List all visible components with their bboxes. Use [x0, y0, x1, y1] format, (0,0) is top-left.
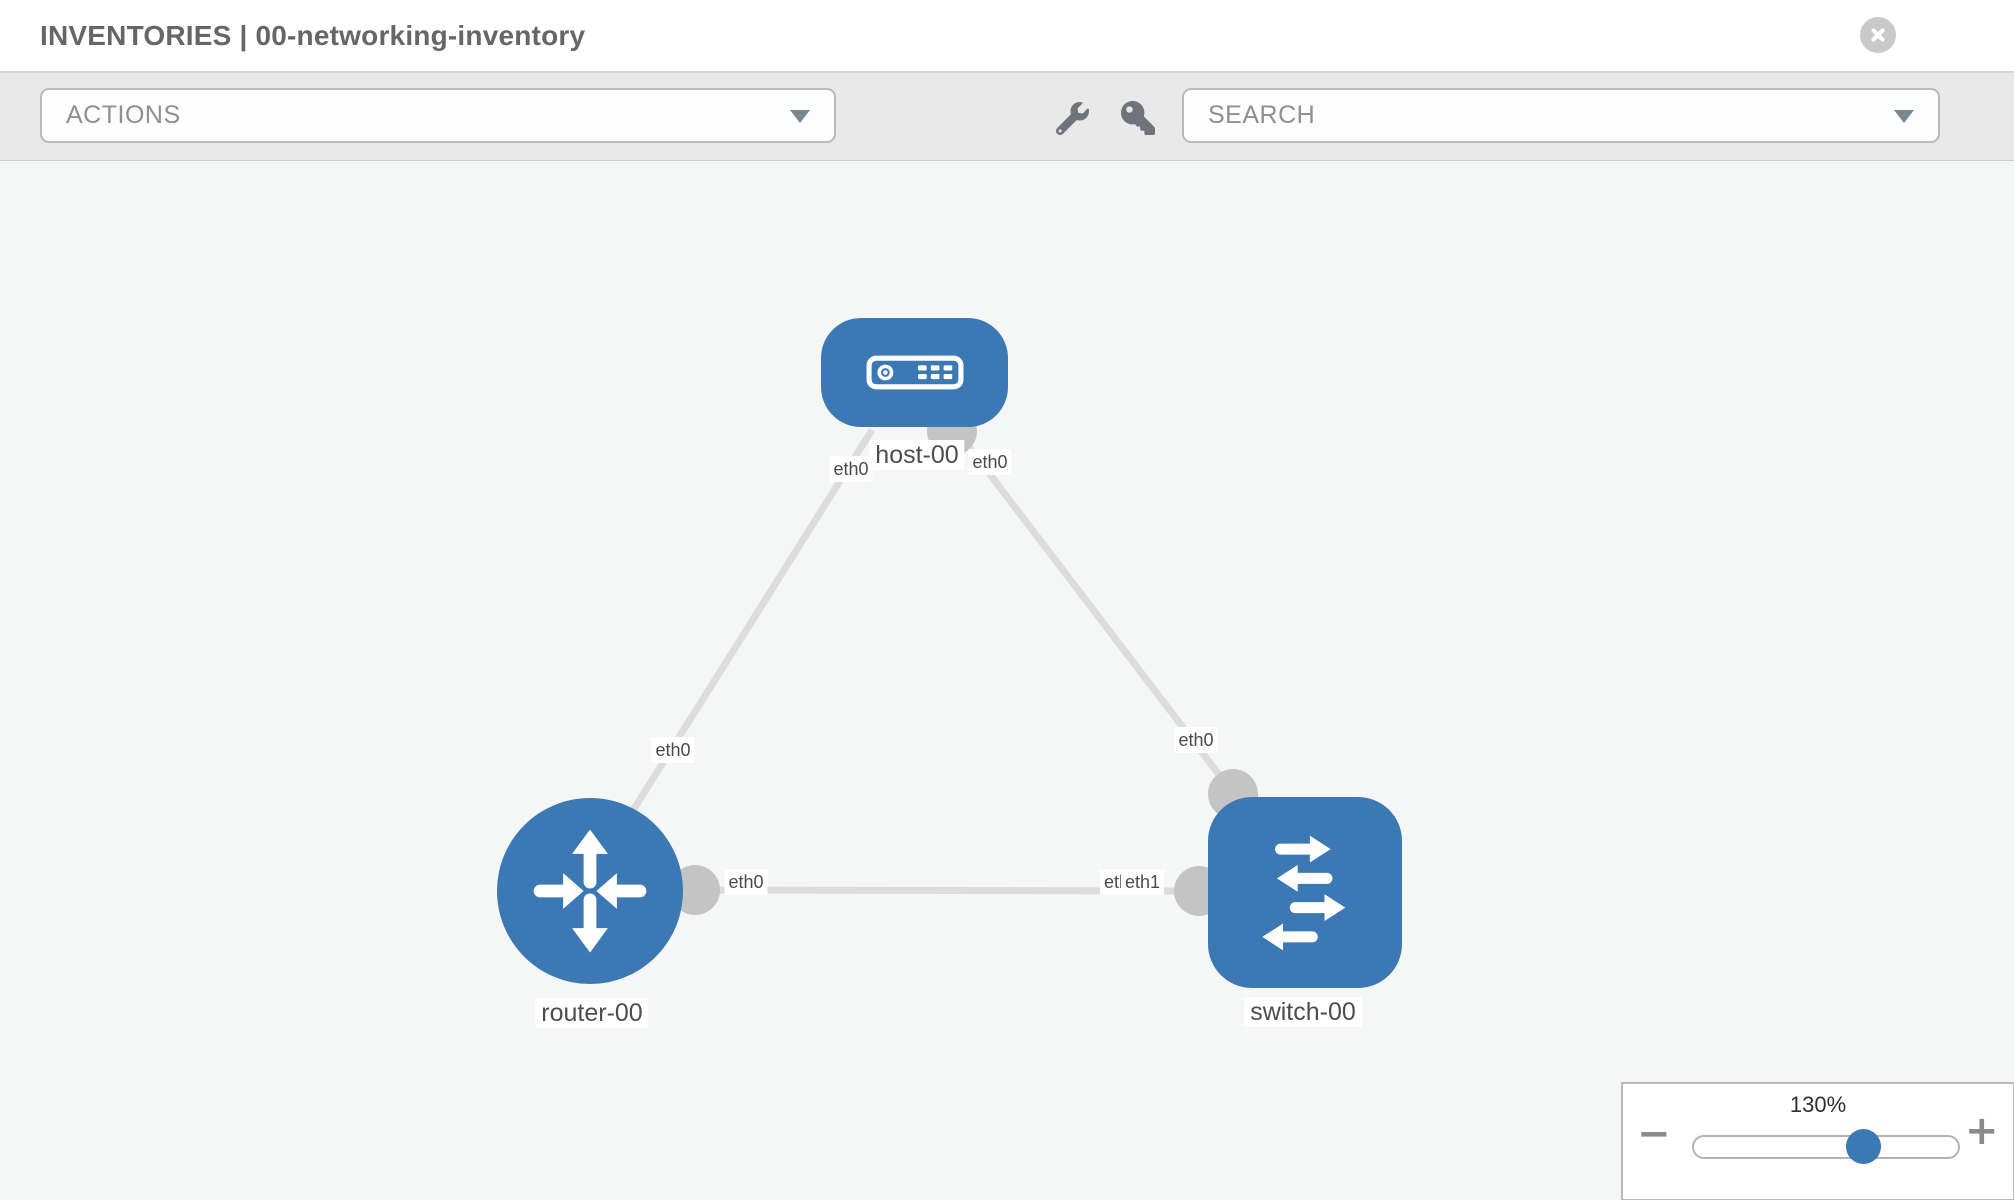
iface-label-switch-to-router: eth1	[1121, 869, 1165, 895]
chevron-down-icon	[1894, 110, 1914, 123]
iface-label-switch-to-host: eth0	[1174, 727, 1218, 753]
chevron-down-icon	[790, 110, 810, 123]
panel-header: INVENTORIES | 00-networking-inventory	[0, 0, 2014, 73]
zoom-out-button[interactable]: −	[1637, 1111, 1671, 1157]
zoom-slider-track[interactable]	[1692, 1129, 1960, 1164]
credentials-button[interactable]	[1118, 98, 1158, 138]
iface-label-host-to-switch: eth0	[968, 449, 1012, 475]
port-router-right	[670, 865, 720, 915]
node-switch[interactable]	[1208, 797, 1402, 988]
node-label-router: router-00	[535, 998, 649, 1028]
node-label-switch: switch-00	[1244, 997, 1362, 1027]
close-button[interactable]	[1860, 17, 1896, 53]
iface-label-router-to-host: eth0	[651, 737, 695, 763]
page-title: INVENTORIES | 00-networking-inventory	[40, 19, 586, 51]
server-icon	[866, 355, 963, 390]
iface-label-host-to-router: eth0	[829, 456, 873, 482]
search-dropdown-label: SEARCH	[1208, 101, 1316, 129]
node-host[interactable]	[821, 318, 1008, 427]
toolbar: ACTIONS SEARCH	[0, 73, 2014, 161]
zoom-slider-thumb[interactable]	[1846, 1129, 1881, 1164]
search-dropdown[interactable]: SEARCH	[1182, 88, 1940, 143]
node-label-host: host-00	[869, 440, 965, 470]
zoom-level-value: 130%	[1789, 1092, 1847, 1117]
zoom-panel: 130% − +	[1621, 1082, 2014, 1200]
node-router[interactable]	[497, 798, 683, 984]
iface-label-router-to-switch: eth0	[724, 869, 768, 895]
close-icon	[1871, 28, 1885, 42]
zoom-in-button[interactable]: +	[1965, 1108, 1999, 1154]
configure-button[interactable]	[1052, 98, 1092, 138]
key-icon	[1121, 101, 1155, 135]
wrench-icon	[1055, 101, 1089, 135]
actions-dropdown-label: ACTIONS	[66, 101, 181, 129]
actions-dropdown[interactable]: ACTIONS	[40, 88, 836, 143]
switch-arrows-icon	[1262, 835, 1346, 950]
router-arrows-icon	[533, 829, 647, 953]
